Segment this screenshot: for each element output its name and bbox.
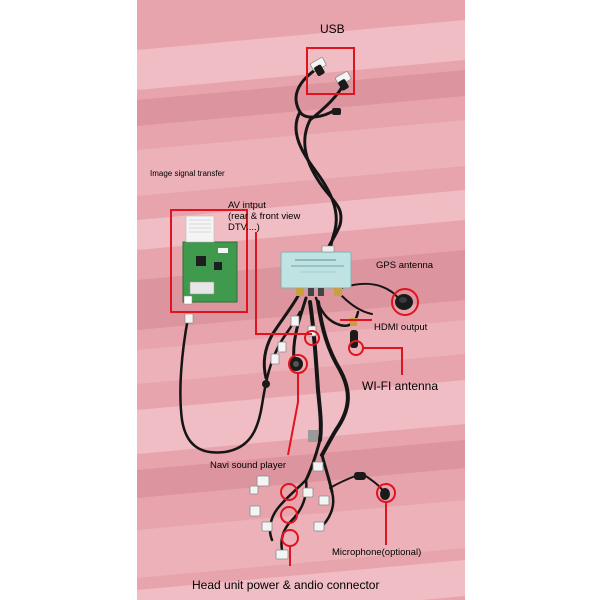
background-stripe — [137, 120, 465, 196]
background-stripe — [137, 70, 465, 126]
navi-sound-leader — [287, 373, 299, 456]
head-unit-ring-1 — [280, 483, 298, 501]
gps-antenna-label: GPS antenna — [376, 260, 434, 271]
av-input-label-line3: DTV....) — [228, 222, 260, 233]
usb-cables — [294, 66, 347, 254]
av-input-leader — [255, 232, 312, 335]
navi-sound-player-label: Navi sound player — [210, 460, 286, 471]
microphone-label: Microphone(optional) — [332, 547, 421, 558]
usb-label: USB — [320, 22, 345, 36]
head-unit-connectors — [249, 430, 330, 560]
wifi-antenna-leader — [363, 347, 403, 375]
background-stripe — [137, 320, 465, 384]
av-input-label-line2: (rear & front view — [228, 211, 300, 222]
usb-highlight-box — [306, 47, 355, 95]
gps-antenna-ring — [391, 288, 419, 316]
hdmi-output-ring — [304, 330, 320, 346]
signal-board-cable — [179, 310, 302, 454]
background-stripe — [137, 380, 465, 454]
gps-antenna-puck — [395, 294, 413, 310]
image-signal-transfer-label: Image signal transfer — [150, 169, 225, 178]
navigation-interface-box — [280, 245, 352, 296]
image-signal-transfer-board — [182, 215, 238, 324]
hdmi-output-label: HDMI output — [374, 322, 428, 333]
head-unit-label: Head unit power & andio connector — [192, 578, 379, 592]
usb-plugs — [310, 57, 352, 115]
background-stripe — [137, 440, 465, 498]
head-unit-ring-2 — [280, 506, 298, 524]
background-stripe — [137, 190, 465, 250]
signal-board-highlight-box — [170, 209, 248, 313]
wifi-antenna-label: WI-FI antenna — [362, 379, 438, 393]
background-stripe — [137, 20, 465, 90]
background-stripe — [137, 500, 465, 578]
av-input-label-line1: AV intput — [228, 200, 266, 211]
background-stripe — [137, 560, 465, 600]
microphone-icon — [354, 472, 390, 500]
